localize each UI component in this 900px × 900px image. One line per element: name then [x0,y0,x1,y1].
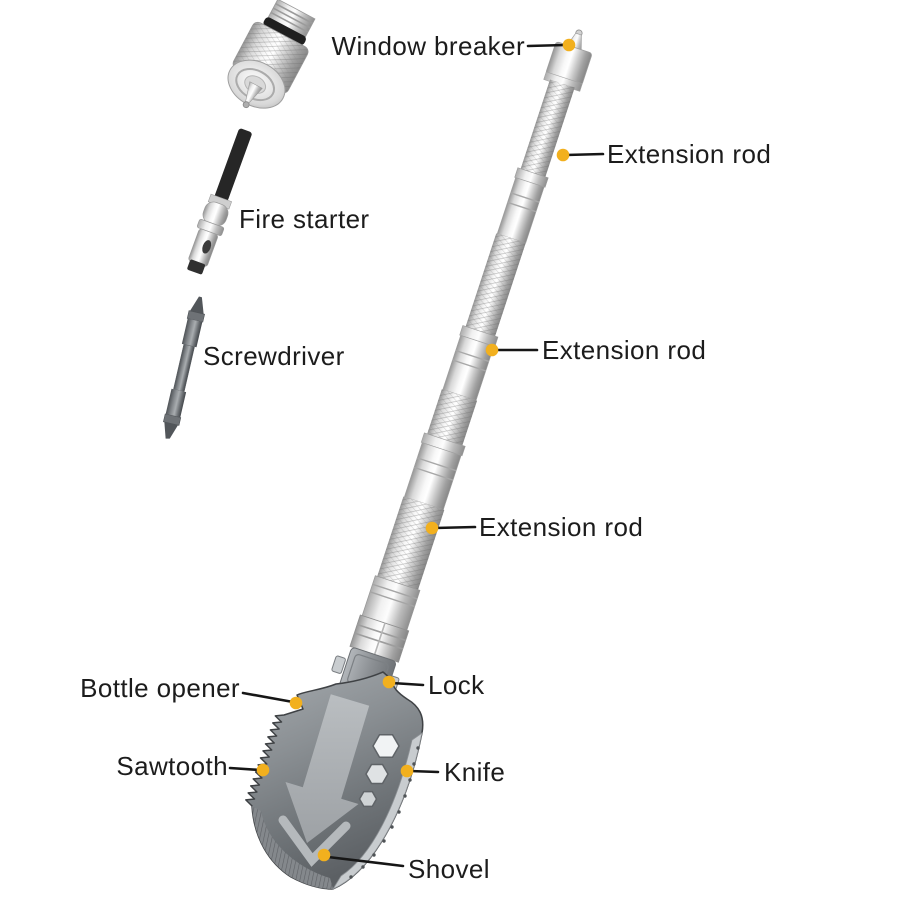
callout-line-lock [390,681,425,687]
callout-lines [228,43,605,868]
callout-line-knife [408,769,440,774]
label-extension-rod-bottom: Extension rod [479,512,644,542]
label-extension-rod-top: Extension rod [607,139,772,169]
label-extension-rod-middle: Extension rod [542,335,707,365]
arrow-engraving [285,694,370,843]
thread-lines [270,2,313,33]
callout-line-shovel [326,855,405,868]
shovel-head [245,671,424,890]
rod-joint-2 [442,325,499,401]
label-lock: Lock [428,670,485,700]
callout-dot-extension-rod-bottom [425,521,439,535]
fire-starter-tip [187,259,206,275]
label-knife: Knife [444,757,506,787]
callout-line-extension-rod-bottom [433,525,477,530]
rod-joint-1 [496,167,549,244]
ferro-rod [214,128,252,202]
callout-dot-window-breaker [562,38,576,52]
label-window-breaker: Window breaker [331,31,525,61]
label-sawtooth: Sawtooth [116,751,228,781]
callout-line-sawtooth [228,766,262,772]
callout-dot-bottle-opener [289,696,303,710]
callout-dot-extension-rod-middle [485,343,499,357]
phillips-tip [190,296,204,315]
o-ring [263,17,306,45]
callout-line-bottle-opener [241,691,295,704]
rod-segment-1 [520,79,575,177]
fire-starter-illustration [187,128,252,275]
knife-bevel [331,732,423,890]
rod-segment-4 [377,496,445,590]
hex-holes [358,733,400,808]
hex-hole-medium [365,763,389,785]
chevron-engraving [278,815,351,867]
callout-dot-sawtooth [256,763,270,777]
lower-collar [349,575,421,663]
callout-dot-extension-rod-top [556,148,570,162]
window-breaker-cap-illustration [227,0,316,109]
knife-edge-dots [349,746,420,879]
flat-tip [164,421,178,439]
label-bottle-opener: Bottle opener [80,673,240,703]
rod-segment-3 [427,389,478,446]
rod-segment-2 [465,233,526,337]
hex-hole-large [372,733,400,759]
callout-dot-knife [400,764,414,778]
label-shovel: Shovel [408,854,490,884]
screwdriver-illustration [163,296,205,439]
callout-line-window-breaker [526,43,567,48]
callout-dots [256,38,576,862]
hex-hole-small [358,790,378,808]
label-screwdriver: Screwdriver [203,341,345,371]
callout-dot-shovel [317,848,331,862]
callout-line-extension-rod-top [564,152,605,157]
rod-joint-3 [404,432,466,511]
callout-dot-lock [382,675,396,689]
label-fire-starter: Fire starter [239,204,370,234]
